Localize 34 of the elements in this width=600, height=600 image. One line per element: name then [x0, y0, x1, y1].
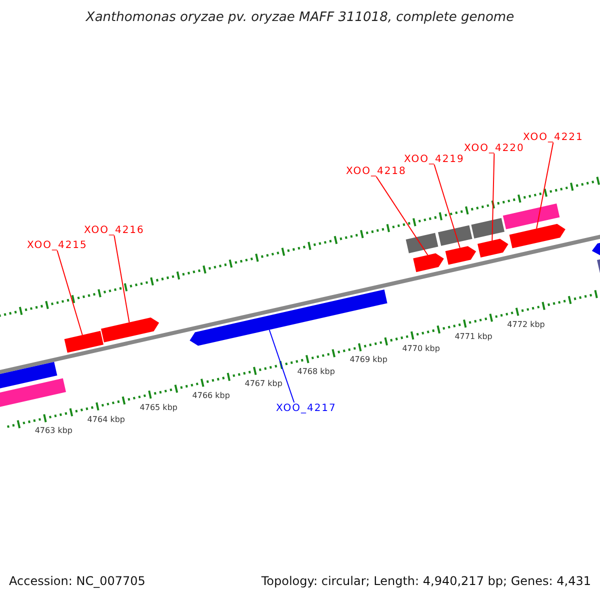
scale-label: 4763 kbp [34, 426, 73, 436]
gene-glyph [478, 238, 508, 258]
gene-glyph [445, 246, 476, 265]
gene-label: XOO_4216 [84, 224, 144, 236]
scale-label: 4765 kbp [140, 402, 178, 412]
leader-line [56, 250, 83, 336]
leader-line [114, 235, 130, 323]
footer-text: Topology: circular; Length: 4,940,217 bp; Genes: 4,431 [261, 574, 591, 588]
gene-glyph [413, 253, 444, 272]
gene-glyph [509, 224, 566, 248]
leader-line [268, 329, 295, 403]
title: Xanthomonas oryzae pv. oryzae MAFF 311018, complete genome [84, 10, 516, 25]
scale-label: 4772 kbp [507, 320, 545, 329]
gene-glyph [101, 318, 160, 342]
gene-glyph [190, 290, 388, 346]
footer-text: Accession: NC_007705 [9, 574, 146, 588]
scale-label: 4769 kbp [350, 355, 388, 364]
gene-label: XOO_4217 [276, 402, 336, 414]
leader-line [536, 142, 554, 230]
scale-label: 4768 kbp [297, 367, 335, 376]
leader-line [492, 153, 495, 242]
gene-label: XOO_4221 [523, 132, 584, 142]
gene-label: XOO_4220 [464, 142, 524, 154]
gene-label: XOO_4215 [27, 240, 88, 250]
scale-label: 4764 kbp [87, 414, 125, 424]
scale-label: 4771 kbp [454, 332, 492, 341]
scale-label: 4770 kbp [402, 344, 440, 353]
scale-label: 4767 kbp [244, 379, 282, 388]
leader-line [434, 164, 460, 248]
scale-label: 4766 kbp [192, 390, 230, 400]
gene-label: XOO_4218 [346, 166, 406, 176]
gene-block [64, 330, 104, 353]
leader-line [376, 176, 428, 256]
gene-label: XOO_4219 [404, 154, 464, 164]
